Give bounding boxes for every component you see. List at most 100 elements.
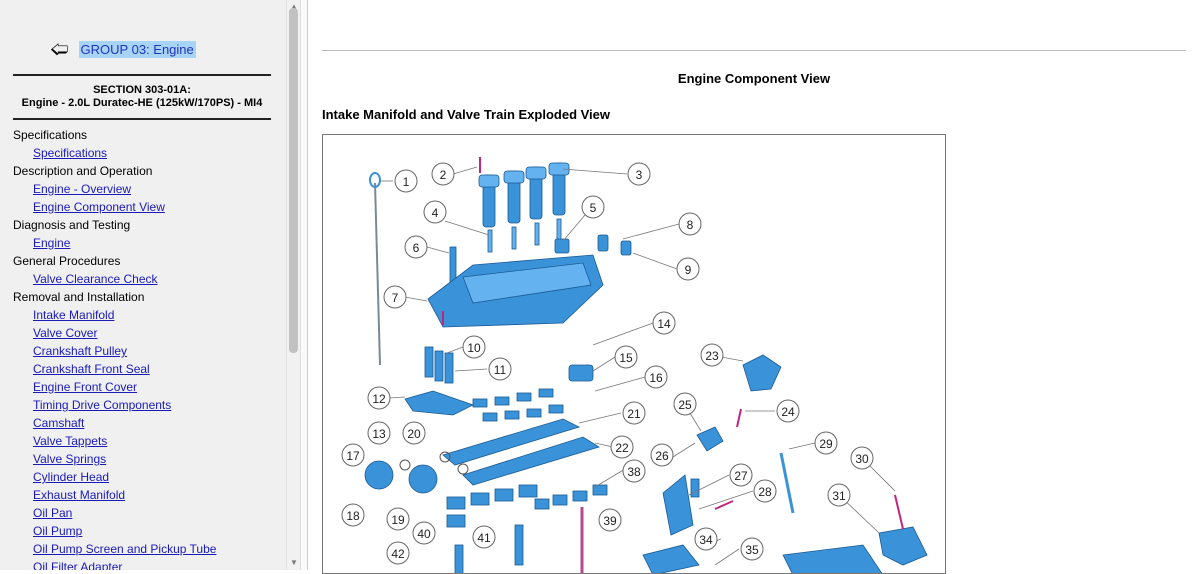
callout-circle — [472, 525, 496, 549]
callout-number: 3 — [636, 168, 643, 182]
nav-link[interactable]: Crankshaft Pulley — [33, 344, 128, 358]
scroll-down-arrow-icon[interactable]: ▼ — [290, 558, 298, 567]
callout-4: 4 — [423, 200, 447, 224]
sidebar-scrollbar[interactable]: ▲ ▼ — [286, 0, 300, 570]
nav-link[interactable]: Engine — [33, 236, 71, 250]
callout-number: 2 — [440, 168, 447, 182]
callout-circle — [462, 335, 486, 359]
nav-link[interactable]: Valve Clearance Check — [33, 272, 158, 286]
callout-25: 25 — [673, 392, 697, 416]
callout-13: 13 — [367, 421, 391, 445]
callout-circle — [729, 463, 753, 487]
section-title: SECTION 303-01A: Engine - 2.0L Duratec-H… — [13, 84, 271, 110]
callout-number: 16 — [649, 371, 663, 385]
callout-15: 15 — [614, 345, 638, 369]
nav-link[interactable]: Valve Springs — [33, 452, 107, 466]
callout-circle — [827, 483, 851, 507]
nav-link[interactable]: Intake Manifold — [33, 308, 115, 322]
sensors — [449, 234, 632, 286]
callout-30: 30 — [850, 446, 874, 470]
callout-27: 27 — [729, 463, 753, 487]
callout-3: 3 — [627, 162, 651, 186]
nav-link[interactable]: Engine Front Cover — [33, 380, 138, 394]
callout-number: 23 — [705, 349, 719, 363]
nav-link[interactable]: Valve Tappets — [33, 434, 108, 448]
nav-link[interactable]: Cylinder Head — [33, 470, 110, 484]
valve-cover — [427, 254, 604, 328]
nav-link[interactable]: Timing Drive Components — [33, 398, 172, 412]
callout-circle — [488, 357, 512, 381]
callout-28: 28 — [753, 479, 777, 503]
back-row[interactable]: 🢠 GROUP 03: Engine — [50, 40, 196, 58]
callout-number: 29 — [819, 437, 833, 451]
callout-14: 14 — [652, 311, 676, 335]
nav-link[interactable]: Oil Pan — [33, 506, 73, 520]
callout-29: 29 — [814, 431, 838, 455]
callout-number: 24 — [781, 405, 795, 419]
callout-circle — [776, 399, 800, 423]
callout-circle — [850, 446, 874, 470]
callout-35: 35 — [740, 537, 764, 561]
callout-circle — [740, 537, 764, 561]
callout-5: 5 — [581, 195, 605, 219]
callout-number: 34 — [699, 533, 713, 547]
section-line1: SECTION 303-01A: — [93, 84, 191, 96]
exploded-view-drawing: 1234567891011121314151617181920212223242… — [341, 157, 928, 573]
nav-link[interactable]: Engine - Overview — [33, 182, 132, 196]
nav-link[interactable]: Valve Cover — [33, 326, 98, 340]
callout-circle — [402, 421, 426, 445]
tappets — [446, 484, 608, 573]
callout-circle — [341, 443, 365, 467]
figure-title: Intake Manifold and Valve Train Exploded… — [322, 107, 611, 122]
callout-7: 7 — [383, 285, 407, 309]
top-rule — [322, 50, 1186, 51]
scroll-up-arrow-icon[interactable]: ▲ — [290, 2, 298, 11]
nav-category: Description and Operation — [13, 164, 153, 178]
callout-21: 21 — [622, 401, 646, 425]
callout-number: 18 — [346, 509, 360, 523]
nav-link[interactable]: Exhaust Manifold — [33, 488, 126, 502]
nav-link[interactable]: Oil Pump — [33, 524, 83, 538]
nav-link[interactable]: Engine Component View — [33, 200, 165, 214]
callout-circle — [814, 431, 838, 455]
callout-number: 20 — [407, 427, 421, 441]
scroll-thumb[interactable] — [289, 8, 298, 353]
callout-number: 6 — [413, 241, 420, 255]
callout-39: 39 — [598, 508, 622, 532]
callout-number: 39 — [603, 514, 617, 528]
spark-plugs — [487, 218, 562, 253]
callout-circle — [598, 508, 622, 532]
callout-circle — [386, 541, 410, 565]
callout-22: 22 — [610, 435, 634, 459]
back-arrow-icon[interactable]: 🢠 — [50, 39, 69, 59]
nav-link[interactable]: Crankshaft Front Seal — [33, 362, 150, 376]
callout-number: 41 — [477, 531, 491, 545]
pane-splitter[interactable] — [300, 0, 308, 570]
nav-category: General Procedures — [13, 254, 121, 268]
callout-number: 42 — [391, 547, 405, 561]
dipstick — [369, 172, 381, 366]
callout-number: 13 — [372, 427, 386, 441]
callout-circle — [694, 527, 718, 551]
callout-circle — [383, 285, 407, 309]
callout-18: 18 — [341, 503, 365, 527]
callout-circle — [610, 435, 634, 459]
nav-link[interactable]: Camshaft — [33, 416, 85, 430]
camshafts — [364, 418, 600, 494]
callout-number: 31 — [832, 489, 846, 503]
nav-link[interactable]: Oil Filter Adapter — [33, 560, 123, 570]
callout-6: 6 — [404, 235, 428, 259]
callout-number: 11 — [494, 363, 507, 377]
callout-number: 4 — [432, 206, 439, 220]
callout-circle — [386, 507, 410, 531]
timing-components — [642, 354, 928, 573]
callout-number: 12 — [372, 392, 386, 406]
group-link[interactable]: GROUP 03: Engine — [78, 40, 196, 58]
solenoids — [404, 346, 594, 422]
nav-link[interactable]: Specifications — [33, 146, 108, 160]
callout-number: 35 — [745, 543, 759, 557]
callout-circle — [394, 169, 418, 193]
page-title: Engine Component View — [677, 71, 831, 86]
nav-link[interactable]: Oil Pump Screen and Pickup Tube — [33, 542, 217, 556]
